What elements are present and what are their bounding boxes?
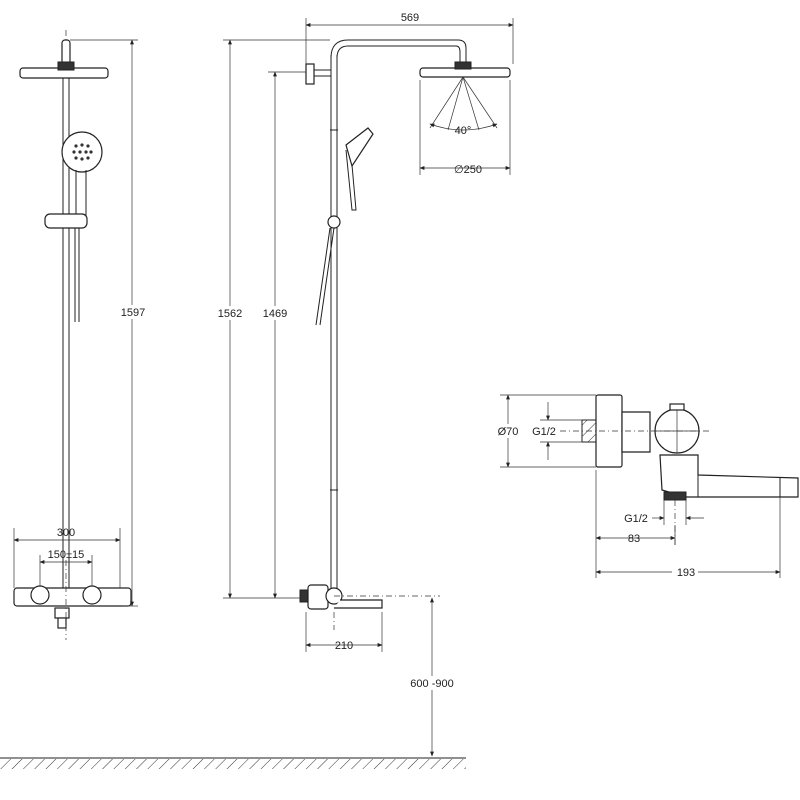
floor-hatching [0, 757, 466, 769]
dim-150: 150±15 [39, 549, 93, 586]
dim-250-label: ∅250 [454, 164, 482, 176]
dim-g12-bottom: G1/2 [624, 500, 704, 525]
dim-210-label: 210 [335, 640, 353, 652]
dim-83-label: 83 [628, 533, 640, 545]
dim-569: 569 [305, 12, 514, 64]
dim-569-label: 569 [401, 12, 419, 24]
dim-300-label: 300 [57, 527, 75, 539]
dim-1562: 1562 [214, 39, 330, 599]
dim-40-label: 40° [455, 125, 472, 137]
dim-g12-left: G1/2 [528, 402, 582, 460]
dim-210: 210 [305, 612, 383, 652]
slider-bracket [44, 213, 88, 229]
dim-1597-label: 1597 [121, 307, 145, 319]
dim-600-900-label: 600 -900 [410, 678, 453, 690]
side-view: 40° ∅250 [299, 39, 511, 630]
dim-193: 193 [595, 497, 781, 579]
dim-83: 83 [595, 470, 676, 578]
dim-70: Ø70 [492, 394, 596, 468]
mixer-detail [560, 394, 799, 545]
hand-shower-front [61, 131, 103, 173]
dim-150-label: 150±15 [48, 549, 85, 561]
dim-70-label: Ø70 [498, 426, 519, 438]
dim-300: 300 [13, 527, 121, 588]
front-view [13, 30, 132, 640]
dim-1597: 1597 [70, 39, 149, 607]
dim-1469-label: 1469 [263, 308, 287, 320]
mixer-side [307, 584, 329, 610]
dim-g12-left-label: G1/2 [532, 426, 556, 438]
dim-600-900: 600 -900 [405, 597, 459, 757]
dim-1469: 1469 [259, 71, 306, 599]
dim-193-label: 193 [677, 567, 695, 579]
dim-1562-label: 1562 [218, 308, 242, 320]
dim-g12-bottom-label: G1/2 [624, 513, 648, 525]
hand-shower-side [345, 127, 374, 168]
